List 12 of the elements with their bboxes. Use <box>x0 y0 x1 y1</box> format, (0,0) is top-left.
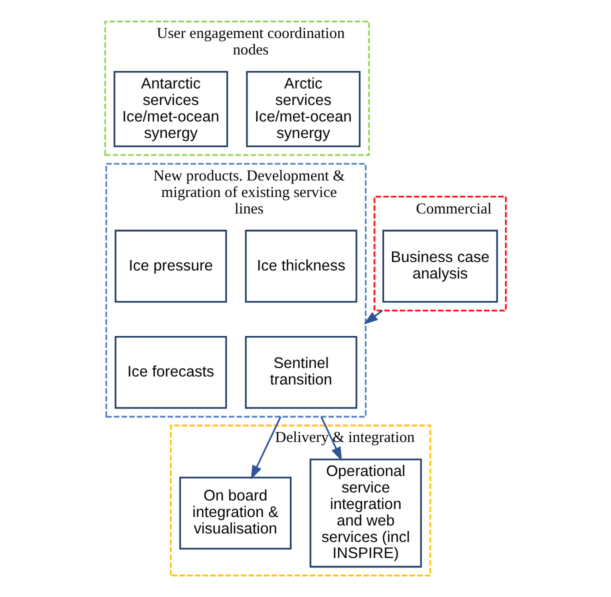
node-box: Antarctic services Ice/met-ocean synergy <box>114 71 228 148</box>
node-box: Operational service integration and web services (incl INSPIRE) <box>310 458 422 568</box>
arrow <box>320 416 342 462</box>
arrow <box>250 416 282 480</box>
node-box: Arctic services Ice/met-ocean synergy <box>246 71 361 148</box>
arrow <box>364 310 383 324</box>
node-box: Sentinel transition <box>245 336 358 409</box>
node-box: On board integration & visualisation <box>179 476 292 550</box>
node-box: Ice thickness <box>245 230 358 303</box>
node-box: Ice forecasts <box>114 336 227 409</box>
node-box: Business case analysis <box>382 230 498 303</box>
node-box: Ice pressure <box>114 230 227 303</box>
